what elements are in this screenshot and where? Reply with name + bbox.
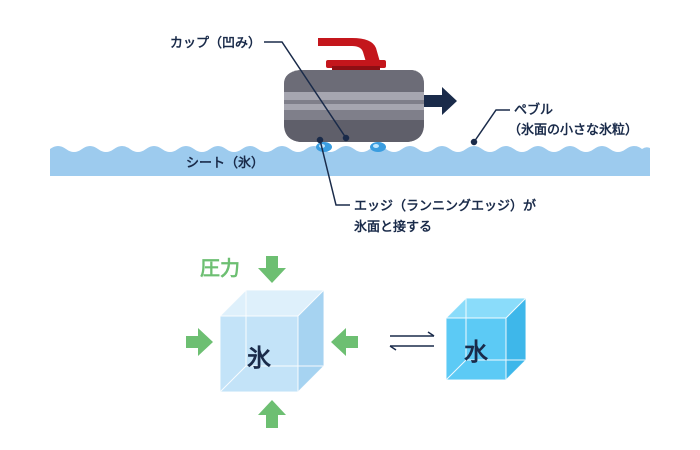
- pressure-arrows: [186, 256, 358, 428]
- water-cube-label: 水: [464, 338, 489, 366]
- leader-lines: [264, 41, 510, 206]
- pressure-label: 圧力: [200, 256, 240, 280]
- cup-leader-line: [264, 41, 347, 139]
- curling-stone: [284, 38, 424, 152]
- water-cube: [445, 297, 528, 381]
- edge-leader-line: [319, 139, 350, 206]
- ice-cube: [219, 289, 326, 393]
- arrow-down-icon: [258, 256, 286, 283]
- ice-cube-label: 氷: [247, 344, 272, 372]
- arrow-up-icon: [258, 400, 286, 428]
- ice-sheet: [50, 146, 650, 176]
- cup-label: カップ（凹み）: [170, 35, 261, 51]
- pebble-label-line1: ペブル: [514, 102, 553, 118]
- stone-handle: [318, 38, 380, 62]
- arrow-right-icon: [186, 328, 213, 356]
- motion-arrow-icon: [424, 87, 457, 115]
- pebble-label-line2: （氷面の小さな氷粒）: [508, 122, 638, 138]
- arrow-left-icon: [331, 328, 358, 356]
- sheet-label: シート（氷）: [186, 155, 264, 171]
- edge-label-line2: 氷面と接する: [354, 219, 432, 235]
- edge-label-line1: エッジ（ランニングエッジ）が: [354, 198, 536, 214]
- equilibrium-arrows-icon: [389, 331, 435, 351]
- pebble-leader-line: [473, 109, 510, 143]
